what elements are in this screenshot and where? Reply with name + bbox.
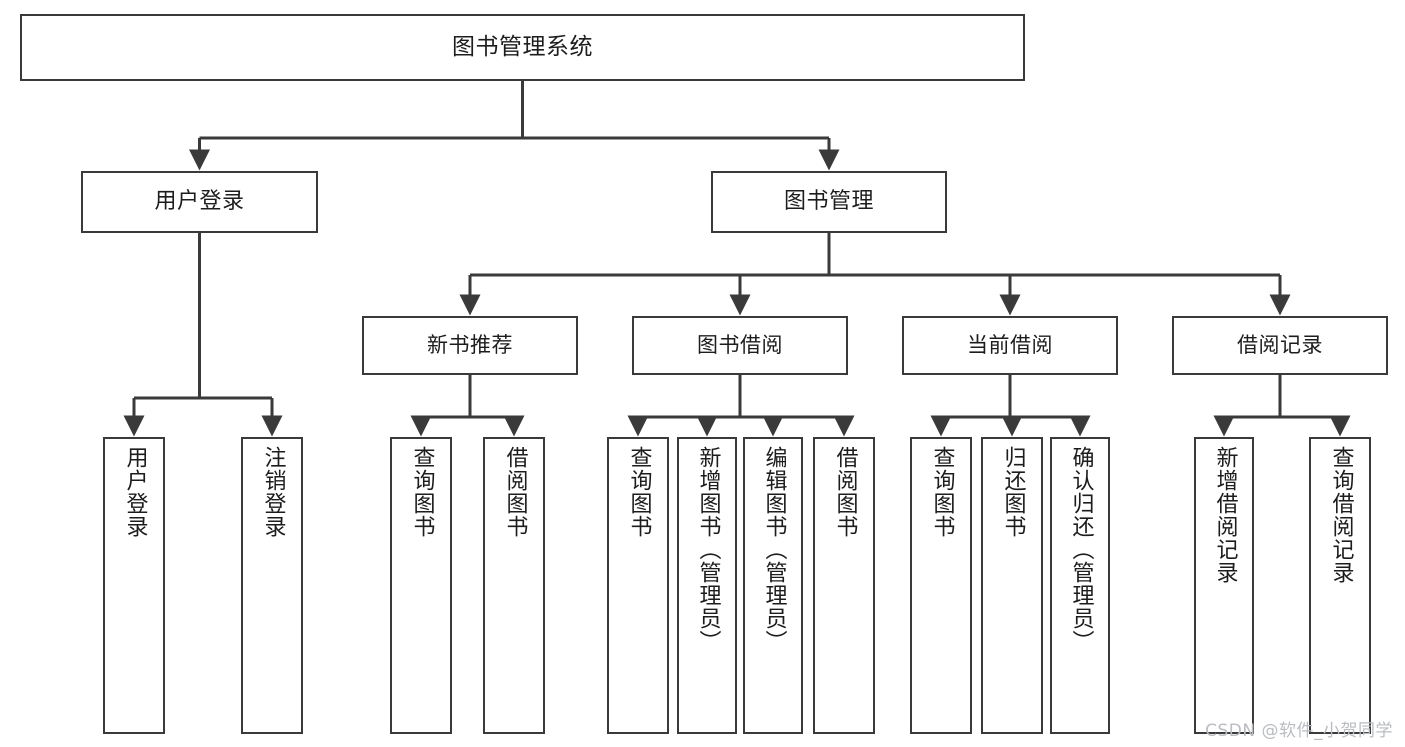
- node-borrow-record-label: 借阅记录: [1237, 333, 1323, 358]
- node-leaf-query-book-2[interactable]: 查询图书: [607, 437, 669, 734]
- node-leaf-query-book-3-label: 查询图书: [929, 446, 955, 538]
- node-leaf-borrow-book-2-label: 借阅图书: [832, 446, 858, 538]
- node-leaf-query-book-2-label: 查询图书: [626, 446, 652, 538]
- node-book-borrow-label: 图书借阅: [697, 333, 783, 358]
- node-book-borrow[interactable]: 图书借阅: [632, 316, 848, 375]
- node-leaf-add-record-label: 新增借阅记录: [1212, 446, 1238, 584]
- node-leaf-add-book-label: 新增图书（管理员）: [695, 446, 721, 653]
- node-leaf-add-record[interactable]: 新增借阅记录: [1194, 437, 1254, 734]
- node-root[interactable]: 图书管理系统: [20, 14, 1025, 81]
- node-leaf-user-logout[interactable]: 注销登录: [241, 437, 303, 734]
- node-user-login[interactable]: 用户登录: [81, 171, 318, 233]
- node-new-book-recommend[interactable]: 新书推荐: [362, 316, 578, 375]
- node-leaf-return-book[interactable]: 归还图书: [981, 437, 1043, 734]
- node-leaf-return-book-label: 归还图书: [1000, 446, 1026, 538]
- node-leaf-user-logout-label: 注销登录: [260, 446, 286, 538]
- node-leaf-borrow-book-1[interactable]: 借阅图书: [483, 437, 545, 734]
- node-leaf-user-login[interactable]: 用户登录: [103, 437, 165, 734]
- node-leaf-query-record-label: 查询借阅记录: [1328, 446, 1354, 584]
- node-leaf-query-record[interactable]: 查询借阅记录: [1309, 437, 1371, 734]
- node-book-manage-label: 图书管理: [783, 189, 874, 215]
- node-user-login-label: 用户登录: [154, 189, 245, 215]
- node-current-borrow-label: 当前借阅: [967, 333, 1053, 358]
- node-leaf-user-login-label: 用户登录: [122, 446, 148, 538]
- node-leaf-borrow-book-1-label: 借阅图书: [502, 446, 528, 538]
- node-leaf-borrow-book-2[interactable]: 借阅图书: [813, 437, 875, 734]
- node-leaf-query-book-1[interactable]: 查询图书: [390, 437, 452, 734]
- node-leaf-edit-book[interactable]: 编辑图书（管理员）: [743, 437, 803, 734]
- node-book-manage[interactable]: 图书管理: [711, 171, 947, 233]
- node-root-label: 图书管理系统: [452, 33, 593, 60]
- node-new-book-recommend-label: 新书推荐: [427, 333, 513, 358]
- node-leaf-edit-book-label: 编辑图书（管理员）: [761, 446, 787, 653]
- node-borrow-record[interactable]: 借阅记录: [1172, 316, 1388, 375]
- node-leaf-query-book-1-label: 查询图书: [409, 446, 435, 538]
- node-leaf-confirm-return-label: 确认归还（管理员）: [1068, 446, 1094, 653]
- node-current-borrow[interactable]: 当前借阅: [902, 316, 1118, 375]
- node-leaf-query-book-3[interactable]: 查询图书: [910, 437, 972, 734]
- node-leaf-add-book[interactable]: 新增图书（管理员）: [677, 437, 737, 734]
- node-leaf-confirm-return[interactable]: 确认归还（管理员）: [1050, 437, 1110, 734]
